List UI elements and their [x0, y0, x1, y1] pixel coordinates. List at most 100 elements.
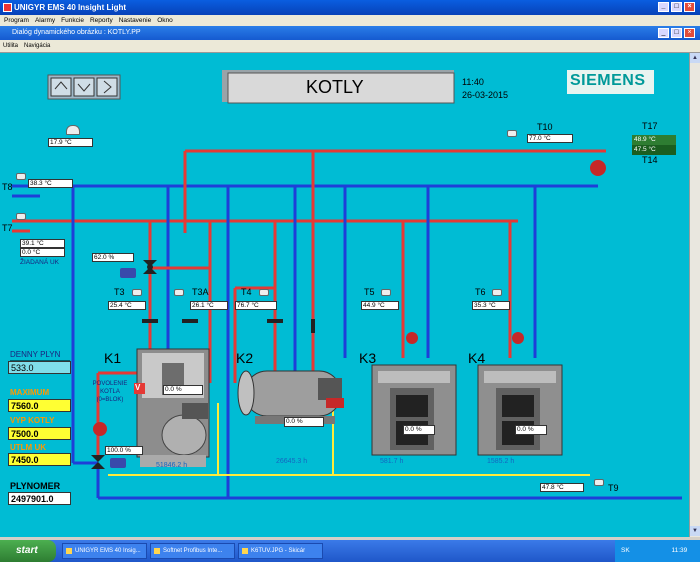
t3-value: 25.4 °C [108, 301, 146, 310]
dialog-title: Dialóg dynamického obrázku : KOTLY.PP [12, 29, 141, 36]
taskbar: start UNIGYR EMS 40 Insig... Softnet Pro… [0, 540, 700, 562]
k1-output: 0.0 % [163, 385, 203, 395]
setpoint-label: ŽIADANÁ UK [20, 259, 60, 266]
maximize-button[interactable]: □ [671, 2, 682, 12]
k4-output: 0.0 % [515, 425, 547, 435]
taskbar-item-label: Softnet Profibus Inte... [163, 548, 223, 554]
t17-label: T17 [642, 121, 658, 131]
menu-alarmy[interactable]: Alarmy [34, 17, 56, 24]
k4-pump-icon [512, 332, 524, 344]
menu-bar: Program Alarmy Funkcie Reporty Nastavenie Okn… [0, 15, 700, 26]
menu-reporty[interactable]: Reporty [89, 17, 113, 24]
taskbar-item-softnet[interactable]: Softnet Profibus Inte... [150, 543, 235, 559]
k1-enable-note: POVOLENIE KOTLA (0=BLOK) [92, 381, 128, 403]
app-title: UNIGYR EMS 40 Insight Light [14, 3, 127, 12]
k4-hours: 1585.2 h [487, 458, 515, 465]
vertical-scrollbar[interactable]: ▲ ▼ [689, 53, 700, 537]
app-icon [3, 3, 12, 12]
unigyr-app-icon [66, 548, 72, 554]
page-title: KOTLY [306, 77, 364, 97]
clock-date: 26-03-2015 [462, 90, 509, 100]
vyp-kotly-value[interactable]: 7500.0 [8, 427, 71, 440]
t3a-value: 26.1 °C [190, 301, 228, 310]
k1-pump-icon [93, 422, 107, 436]
maximum-label: MAXIMUM [10, 388, 50, 397]
boiler-k4[interactable] [477, 364, 563, 456]
menu-program[interactable]: Program [4, 17, 29, 24]
menu-funkcie[interactable]: Funkcie [61, 17, 84, 24]
minimize-button[interactable]: _ [658, 2, 669, 12]
utlm-uk-value[interactable]: 7450.0 [8, 453, 71, 466]
menu-navigacia[interactable]: Navigácia [24, 43, 51, 49]
language-indicator[interactable]: SK [621, 547, 630, 554]
t8-sensor-icon [16, 173, 26, 180]
plynomer-label: PLYNOMER [10, 481, 61, 491]
siemens-logo: SIEMENS [570, 72, 646, 89]
vyp-kotly-label: VYP KOTLY [10, 416, 55, 425]
t10-value: 77.0 °C [527, 134, 573, 143]
t14-value: 47.5 °C [634, 146, 656, 153]
k1-enable-flag[interactable]: V [135, 383, 141, 392]
t6-value: 35.3 °C [472, 301, 510, 310]
taskbar-item-unigyr[interactable]: UNIGYR EMS 40 Insig... [62, 543, 147, 559]
taskbar-item-label: K6TUV.JPG - Skicár [251, 548, 306, 554]
softnet-app-icon [154, 548, 160, 554]
t3a-label: T3A [192, 287, 209, 297]
t14-label: T14 [642, 155, 658, 165]
dialog-title-bar: Dialóg dynamického obrázku : KOTLY.PP _ … [0, 26, 700, 40]
dialog-menu-bar: Utilita Navigácia [0, 40, 700, 53]
t7-setpoint[interactable]: 0.0 °C [20, 248, 65, 257]
k3-hours: 581.7 h [380, 458, 404, 465]
t6-label: T6 [475, 287, 486, 297]
start-button[interactable]: start [0, 540, 56, 562]
boiler-k1[interactable] [136, 348, 210, 467]
outdoor-temp: 17.9 °C [48, 138, 93, 147]
menu-okno[interactable]: Okno [157, 17, 173, 24]
t3a-sensor-icon [174, 289, 184, 296]
t5-sensor-icon [381, 289, 391, 296]
t3-label: T3 [114, 287, 125, 297]
piping-diagram [10, 70, 682, 500]
t4-sensor-icon [259, 289, 269, 296]
close-button[interactable]: × [684, 2, 695, 12]
k2-hours: 26645.3 h [276, 458, 308, 465]
denny-plyn-value: 533.0 [8, 361, 71, 374]
system-tray: SK 11:39 [615, 540, 700, 562]
menu-utilita[interactable]: Utilita [3, 43, 19, 49]
k1-label: K1 [104, 350, 122, 366]
main-pump-icon [590, 160, 606, 176]
dialog-restore-button[interactable]: □ [671, 28, 682, 38]
t7-label: T7 [2, 223, 13, 233]
t9-label: T9 [608, 483, 619, 493]
t10-label: T10 [537, 122, 553, 132]
t17-value: 48.9 °C [634, 136, 656, 143]
t8-value: 38.3 °C [28, 179, 73, 188]
start-label: start [16, 545, 38, 556]
t10-sensor-icon [507, 130, 517, 137]
dialog-minimize-button[interactable]: _ [658, 28, 669, 38]
maximum-value[interactable]: 7560.0 [8, 399, 71, 412]
outdoor-sensor-icon [66, 125, 80, 135]
plynomer-value: 2497901.0 [8, 492, 71, 505]
menu-nastavenie[interactable]: Nastavenie [118, 17, 152, 24]
t7-sensor-icon [16, 213, 26, 220]
t3-sensor-icon [132, 289, 142, 296]
k3-pump-icon [406, 332, 418, 344]
t4-value: 76.7 °C [235, 301, 277, 310]
dialog-close-button[interactable]: × [684, 28, 695, 38]
process-canvas: KOTLY 11:40 26-03-2015 SIEMENS 17.9 °C T… [0, 53, 689, 537]
app-title-bar: UNIGYR EMS 40 Insight Light _ □ × [0, 0, 700, 15]
k1-valve-icon [91, 455, 105, 469]
t9-sensor-icon [594, 479, 604, 486]
k3-label: K3 [359, 350, 377, 366]
t5-value: 44.9 °C [361, 301, 399, 310]
utlm-uk-label: UTLM UK [10, 443, 46, 452]
t8-label: T8 [2, 182, 13, 192]
boiler-k3[interactable] [371, 364, 457, 456]
taskbar-item-paint[interactable]: K6TUV.JPG - Skicár [238, 543, 323, 559]
scroll-down-icon[interactable]: ▼ [690, 526, 700, 536]
mixing-valve-icon [143, 260, 157, 274]
k3-output: 0.0 % [403, 425, 435, 435]
taskbar-item-label: UNIGYR EMS 40 Insig... [75, 548, 141, 554]
scroll-up-icon[interactable]: ▲ [690, 53, 700, 63]
